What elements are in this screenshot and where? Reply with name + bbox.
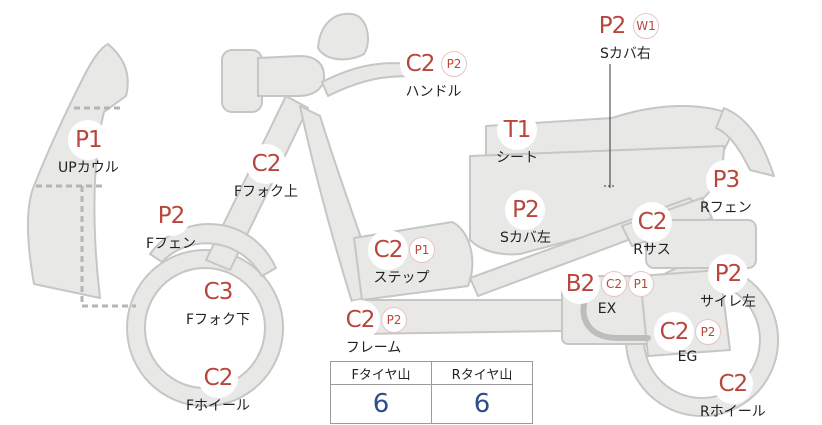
part-name-label: Fホイール [186,398,251,414]
primary-grade-badge: C2 [246,144,287,184]
part-name-label: Sカバ左 [500,230,551,246]
part-name-label: シート [496,150,538,166]
grade-badges: P2 [708,254,748,294]
primary-grade-badge: C2 [654,312,694,352]
grade-badges: P3 [705,160,746,200]
headlight-body-shape [257,55,325,97]
grade-badges: P2 [505,190,546,230]
primary-grade-badge: C2 [198,358,239,398]
primary-grade-badge: B2 [560,264,600,304]
secondary-grade-badge: P2 [381,307,407,333]
grade-badges: C3 [198,272,239,312]
part-name-label: EG [677,349,698,365]
part-name-label: Rサス [633,242,671,258]
grade-badges: C2 [198,358,239,398]
secondary-grade-badge: P1 [409,237,435,263]
primary-grade-badge: P2 [592,6,632,46]
primary-grade-badge: C3 [198,272,239,312]
grade-badges: T1 [497,110,537,150]
primary-grade-badge: T1 [497,110,537,150]
exhaust-pipe-shape [580,293,651,341]
primary-grade-badge: C2 [340,300,380,340]
part-name-label: EX [597,301,617,317]
part-name-label: Rフェン [700,200,752,216]
tire-table-value-row: 6 6 [330,384,533,424]
rear-tire-value: 6 [431,384,533,424]
primary-grade-badge: P2 [505,190,546,230]
part-name-label: Fフォク上 [234,184,299,200]
tire-tread-table: Fタイヤ山 Rタイヤ山 6 6 [330,361,533,424]
grade-badges: P2 [151,196,192,236]
secondary-grade-badge: C2 [601,271,627,297]
primary-grade-badge: C2 [632,202,672,242]
primary-grade-badge: C2 [368,230,408,270]
part-name-label: UPカウル [58,160,119,176]
grade-badges: C2 [246,144,287,184]
rear-tire-header: Rタイヤ山 [431,361,533,385]
primary-grade-badge: C2 [712,364,753,404]
grade-badges: C2 [712,364,753,404]
part-name-label: ハンドル [405,84,462,100]
front-cowl-shape [26,43,129,299]
part-name-label: ステップ [373,270,430,286]
part-name-label: Sカバ右 [600,46,651,62]
grade-badges: C2 [632,202,672,242]
part-name-label: フレーム [345,340,402,356]
secondary-grade-badge: P1 [628,271,654,297]
part-name-label: Rホイール [700,404,766,420]
secondary-grade-badge: P2 [695,319,721,345]
primary-grade-badge: C2 [400,44,440,84]
primary-grade-badge: P2 [708,254,748,294]
secondary-grade-badge: W1 [633,13,659,39]
primary-grade-badge: P2 [151,196,192,236]
headlight-shape [221,49,263,113]
tire-table-header-row: Fタイヤ山 Rタイヤ山 [330,361,533,385]
part-name-label: サイレ左 [700,294,756,310]
windscreen-shape [317,12,369,61]
front-tire-value: 6 [330,384,432,424]
part-name-label: Fフェン [146,236,197,252]
secondary-grade-badge: P2 [441,51,467,77]
rear-fender-shape [715,107,775,177]
primary-grade-badge: P1 [68,120,109,160]
primary-grade-badge: P3 [705,160,746,200]
part-name-label: Fフォク下 [186,312,251,328]
front-tire-header: Fタイヤ山 [330,361,432,385]
grade-badges: P1 [68,120,109,160]
